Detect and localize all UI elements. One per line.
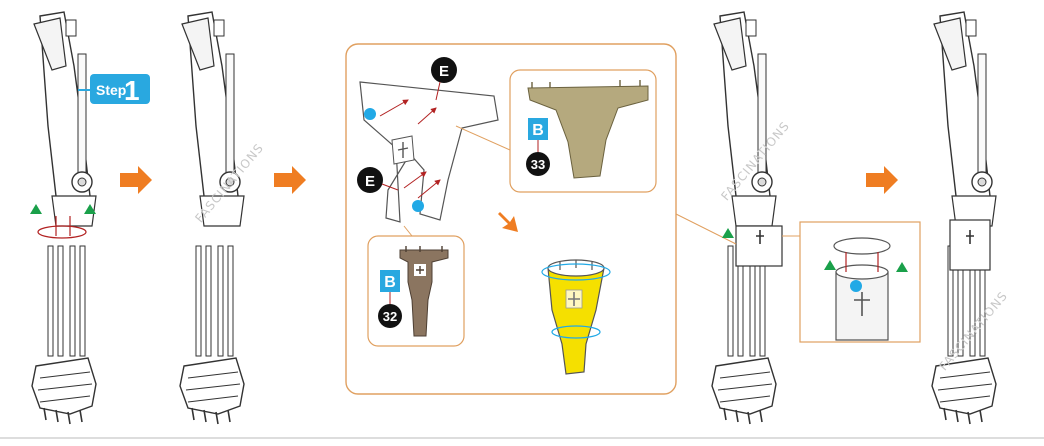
part-32-inset: B 32 [368, 226, 464, 346]
leg-figure-1 [32, 12, 96, 424]
svg-text:33: 33 [531, 157, 545, 172]
leader-line-panel-to-leg [676, 214, 736, 244]
next-arrow-2 [274, 166, 306, 194]
zoom-inset [800, 222, 920, 342]
green-marker-leg-3 [722, 228, 734, 238]
svg-text:B: B [532, 122, 544, 139]
svg-text:32: 32 [383, 309, 397, 324]
step-badge: Step 1 [78, 74, 150, 106]
leg-figure-3 [712, 12, 782, 424]
svg-text:E: E [365, 173, 375, 190]
leg-figure-4 [932, 12, 996, 424]
blue-marker-t-part-bottom [412, 200, 424, 212]
green-marker-left-1 [30, 204, 42, 214]
step-label: Step [96, 82, 126, 98]
leg-figure-2 [180, 12, 244, 424]
next-arrow-3 [866, 166, 898, 194]
svg-text:B: B [384, 274, 396, 291]
step-number: 1 [124, 75, 140, 106]
blue-marker-t-part-top [364, 108, 376, 120]
svg-text:E: E [439, 63, 449, 80]
next-arrow-1 [120, 166, 152, 194]
